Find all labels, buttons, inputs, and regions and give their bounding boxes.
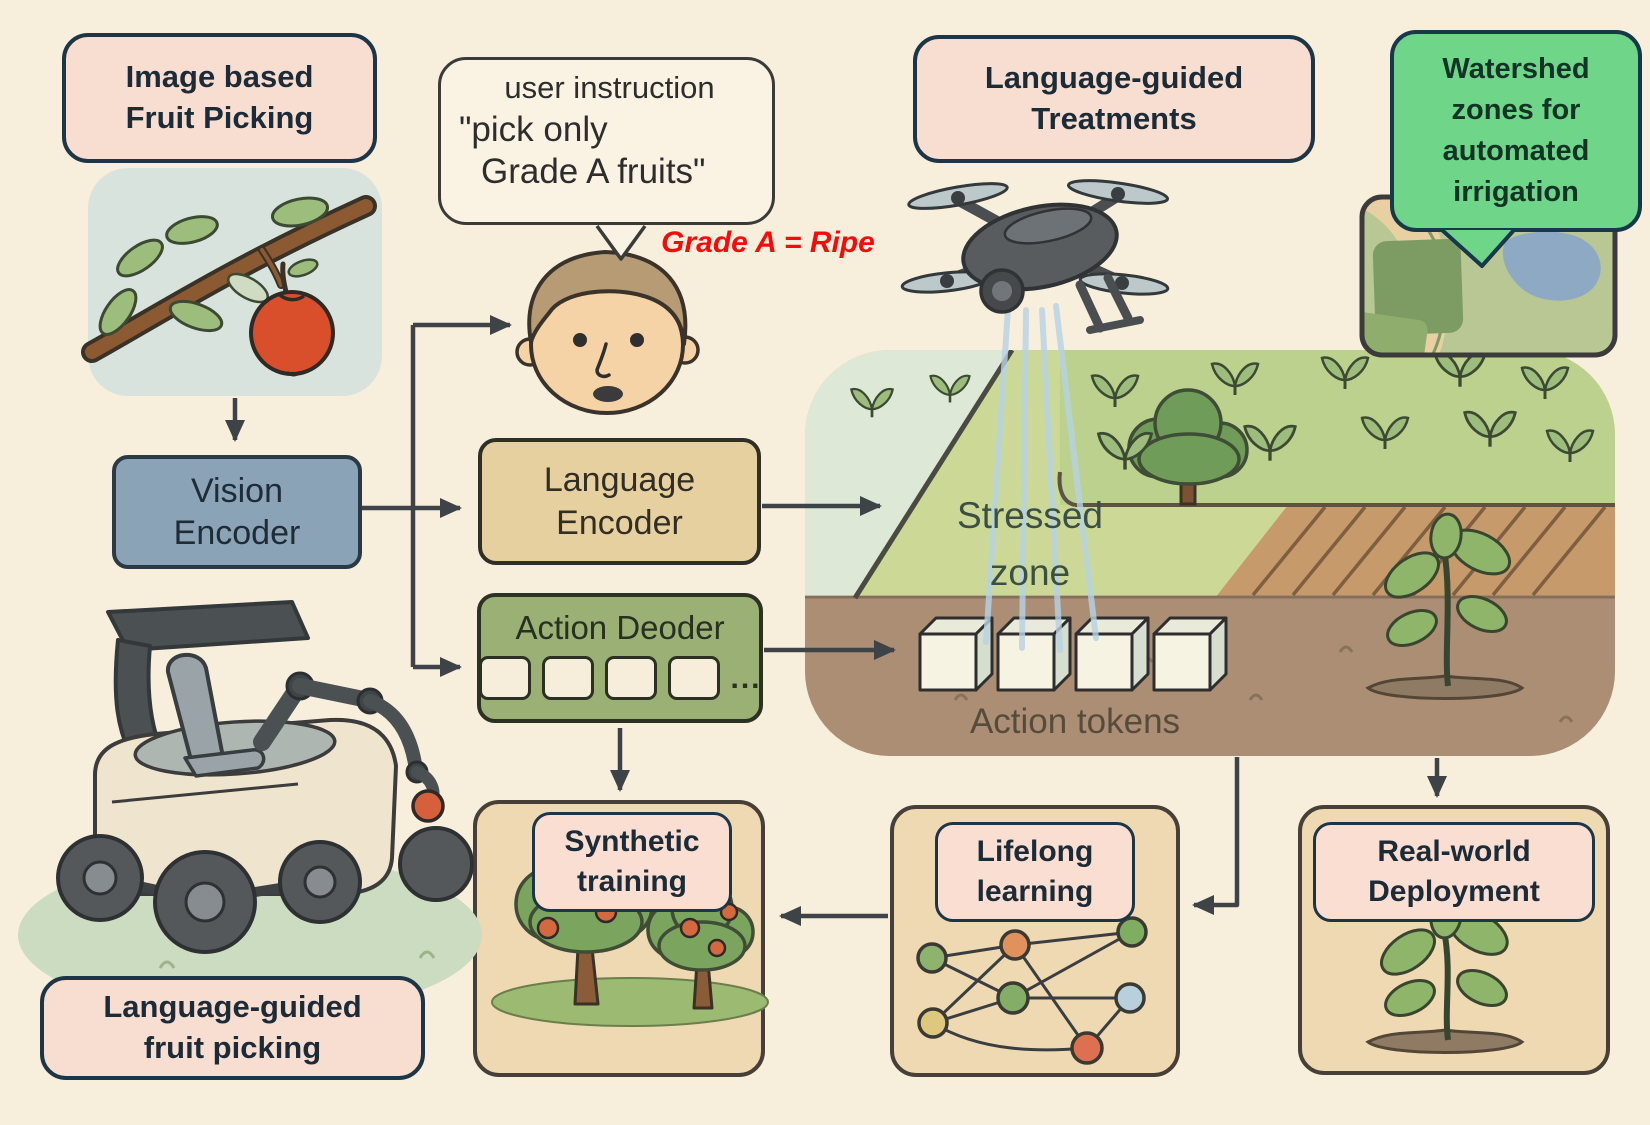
network-graph-illustration [916, 916, 1148, 1065]
language-encoder-box: Language Encoder [478, 438, 761, 565]
grade-a-annotation: Grade A = Ripe [661, 226, 875, 259]
action-token-row: ... [478, 656, 762, 701]
user-instruction-line3: Grade A fruits" [481, 152, 706, 191]
user-face-illustration [515, 250, 700, 415]
action-token-slot [478, 656, 531, 701]
action-token-slot [667, 656, 720, 701]
action-tokens-label: Action tokens [969, 702, 1181, 741]
language-treatments-label: Language-guided Treatments [913, 35, 1315, 163]
action-decoder-title: Action Deoder [515, 609, 725, 646]
action-token-slot [604, 656, 657, 701]
soil-seedling-illustration [1365, 512, 1525, 700]
user-instruction-bubble: user instruction "pick only Grade A frui… [438, 57, 775, 261]
drone-illustration [900, 179, 1170, 334]
watershed-bubble-tail [1440, 228, 1516, 268]
deployment-label: Real-world Deployment [1313, 822, 1595, 922]
user-instruction-line1: user instruction [504, 70, 715, 105]
image-fruit-picking-label: Image based Fruit Picking [62, 33, 377, 163]
language-fruit-picking-label: Language-guided fruit picking [40, 976, 425, 1080]
watershed-bubble: Watershed zones for automated irrigation [1390, 30, 1642, 232]
user-instruction-line2: "pick only [459, 110, 608, 149]
apple-branch-illustration [81, 168, 382, 396]
drone-spray [983, 303, 1099, 653]
tree-illustration [1127, 388, 1249, 506]
lifelong-learning-label: Lifelong learning [935, 822, 1135, 922]
action-token-ellipsis: ... [730, 661, 762, 695]
bubble-tail [595, 224, 647, 261]
stressed-zone-label: Stressed zone [956, 495, 1103, 594]
field-scene-illustration [805, 350, 1615, 756]
vision-encoder-box: Vision Encoder [112, 455, 362, 569]
flow-arrows [225, 315, 1447, 926]
action-token-slot [541, 656, 594, 701]
synthetic-training-label: Synthetic training [532, 812, 732, 912]
action-decoder-box: Action Deoder ... [477, 593, 763, 723]
